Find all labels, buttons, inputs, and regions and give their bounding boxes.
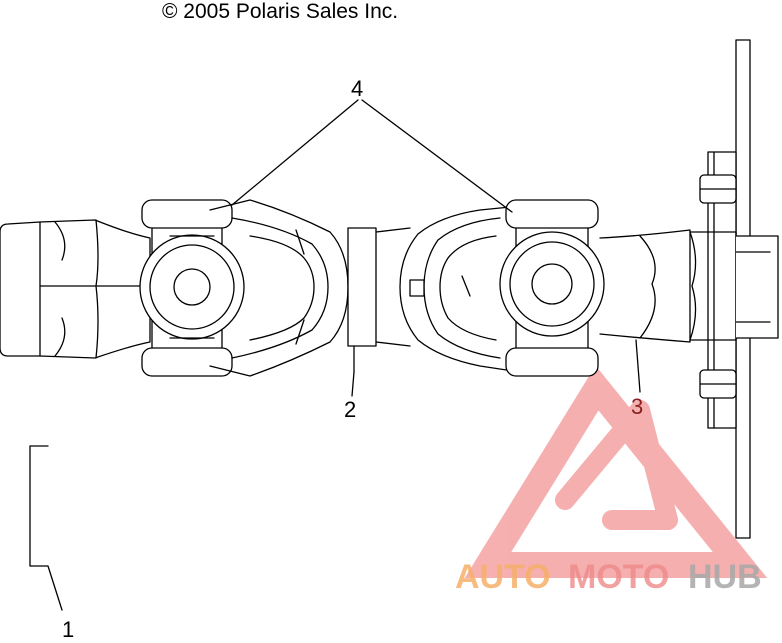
flange-plate: [689, 39, 779, 539]
leader-2: [351, 371, 355, 397]
callout-3: 3: [631, 394, 644, 419]
right-shaft: [599, 229, 697, 393]
callout-2: 2: [344, 397, 357, 422]
leader-4-left: [231, 99, 359, 206]
callout-1: 1: [62, 617, 75, 642]
watermark-text: AUTO MOTO HUB: [455, 558, 762, 596]
bracket-1: [29, 445, 63, 611]
watermark-word-1: AUTO: [455, 558, 551, 596]
leader-4-right: [361, 99, 513, 213]
callout-4: 4: [351, 76, 364, 101]
watermark-word-2: MOTO: [568, 558, 669, 596]
right-u-joint: [499, 199, 605, 377]
watermark-word-3: HUB: [688, 558, 762, 596]
right-yoke: [399, 205, 521, 373]
copyright-notice: © 2005 Polaris Sales Inc.: [162, 0, 399, 23]
left-shaft-end: [0, 219, 151, 359]
watermark-logo: [464, 365, 768, 578]
center-tube: [347, 227, 411, 373]
left-u-joint: [139, 199, 245, 377]
